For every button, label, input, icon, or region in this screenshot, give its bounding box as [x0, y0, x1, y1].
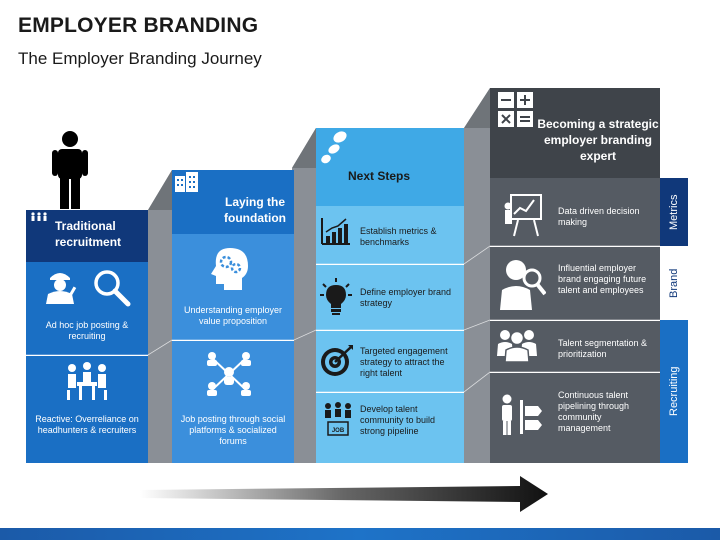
stage4-item2: Influential employer brand engaging futu… [558, 263, 647, 295]
target-icon [321, 345, 353, 376]
stage3-body [316, 206, 464, 463]
brain-head-icon [211, 248, 248, 290]
presentation-icon [504, 194, 542, 237]
divider [490, 320, 660, 321]
footsteps-icon [321, 131, 347, 164]
divider [490, 372, 660, 373]
magnifier-icon [94, 270, 131, 307]
worker-icon [46, 273, 77, 304]
bar-chart-icon [321, 218, 350, 245]
lightbulb-icon [320, 278, 352, 315]
divider [316, 330, 464, 331]
pipeline-icon [502, 394, 542, 435]
stage1-item1: Ad hoc job posting & recruiting [45, 320, 129, 341]
team-small-icon [31, 212, 47, 221]
recruiting-tab [660, 320, 688, 463]
network-icon [207, 352, 251, 396]
influencer-icon [500, 260, 546, 310]
stage2-header: Laying the foundation [224, 195, 286, 225]
divider [490, 246, 660, 247]
divider [172, 340, 294, 341]
stage3-item4: Develop talent community to build strong… [360, 404, 436, 436]
meeting-icon [67, 362, 107, 400]
stage3-item3: Targeted engagement strategy to attract … [360, 346, 448, 378]
divider [316, 392, 464, 393]
job-community-icon: JOB [325, 402, 351, 436]
stage2-item2: Job posting through social platforms & s… [180, 414, 286, 446]
group-icon [497, 330, 537, 362]
stage3-item2: Define employer brand strategy [360, 287, 452, 308]
divider [26, 355, 148, 356]
stage3-item1: Establish metrics & benchmarks [360, 226, 437, 247]
stage1-header: Traditional recruitment [55, 219, 122, 249]
page-subtitle: The Employer Branding Journey [18, 49, 262, 68]
stage4-item1: Data driven decision making [558, 206, 640, 227]
footer-bar [0, 528, 720, 540]
stage4-header: Becoming a strategic employer branding e… [537, 117, 659, 163]
building-icon [175, 172, 198, 192]
stage1-item2: Reactive: Overreliance on headhunters & … [35, 414, 139, 435]
divider [316, 264, 464, 265]
person-icon [52, 131, 88, 209]
stage2-item1: Understanding employer value proposition [183, 305, 283, 326]
progress-arrow-icon [140, 476, 548, 512]
stage3-header: Next Steps [348, 169, 411, 183]
job-label: JOB [332, 428, 345, 434]
page-title: EMPLOYER BRANDING [18, 14, 259, 37]
brand-tab [660, 246, 688, 320]
stage4-item3: Talent segmentation & prioritization [558, 338, 648, 359]
calculator-icon [498, 92, 533, 127]
metrics-tab [660, 178, 688, 246]
stage4-item4: Continuous talent pipelining through com… [558, 390, 630, 433]
